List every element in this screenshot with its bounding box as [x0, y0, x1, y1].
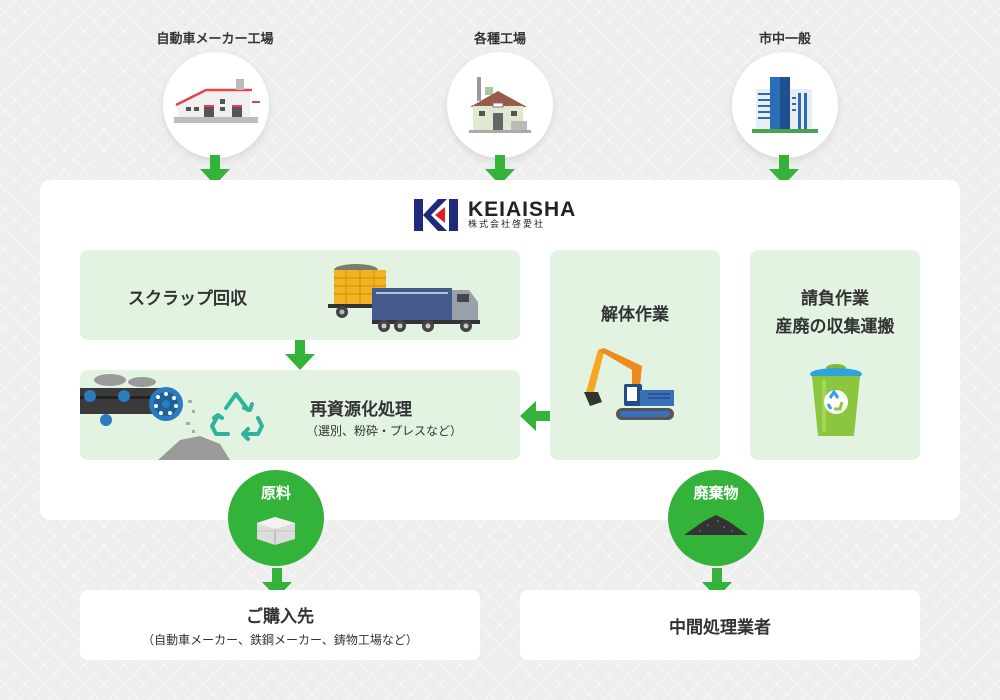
- compressed-bales-icon: [257, 517, 295, 545]
- company-name-japanese: 株式会社啓愛社: [468, 220, 546, 231]
- demolition-box: 解体作業: [550, 250, 720, 460]
- raw-material-badge: 原料: [228, 470, 324, 566]
- waste-badge: 廃棄物: [668, 470, 764, 566]
- contract-work-box: 請負作業 産廃の収集運搬: [750, 250, 920, 460]
- buyer-title: ご購入先: [246, 607, 314, 627]
- car-factory-node: [163, 52, 269, 158]
- buyer-subtitle: （自動車メーカー、鉄鋼メーカー、鋳物工場など）: [142, 633, 418, 647]
- arrow-down-icon: [702, 568, 732, 598]
- scrap-collection-box: スクラップ回収: [80, 250, 520, 340]
- source-label-factories: 各種工場: [473, 32, 526, 47]
- intermediate-processor-title: 中間処理業者: [669, 617, 771, 638]
- factory-icon: [469, 77, 531, 133]
- recycle-icon: [210, 392, 264, 441]
- arrow-down-icon: [262, 568, 292, 598]
- arrow-left-icon: [520, 401, 550, 431]
- recycling-process-subtitle: （選別、粉砕・プレスなど）: [306, 424, 463, 438]
- recycling-process-box: 再資源化処理 （選別、粉砕・プレスなど）: [80, 370, 520, 460]
- dump-truck-icon: [328, 264, 480, 332]
- office-building-node: [732, 52, 838, 158]
- recycling-bin-icon: [810, 364, 862, 436]
- contract-work-title-line1: 請負作業: [801, 289, 869, 309]
- keiaisha-logo-mark-icon: [414, 199, 458, 231]
- company-name: KEIAISHA: [468, 198, 577, 222]
- intermediate-processor-box: 中間処理業者: [520, 590, 920, 660]
- recycling-process-title: 再資源化処理: [310, 400, 412, 420]
- source-label-general: 市中一般: [758, 32, 811, 47]
- factory-node: [447, 52, 553, 158]
- arrow-down-icon: [200, 155, 230, 185]
- raw-material-label: 原料: [260, 484, 291, 502]
- arrow-down-icon: [485, 155, 515, 185]
- waste-label: 廃棄物: [693, 484, 739, 502]
- waste-pile-icon: [684, 515, 748, 535]
- contract-work-title-line2: 産廃の収集運搬: [775, 317, 895, 337]
- conveyor-crusher-icon: [80, 374, 230, 460]
- office-building-icon: [752, 77, 818, 133]
- arrow-down-icon: [769, 155, 799, 185]
- arrow-down-icon: [285, 340, 315, 370]
- excavator-icon: [584, 348, 674, 420]
- car-factory-icon: [174, 79, 260, 123]
- source-label-car-factory: 自動車メーカー工場: [156, 32, 274, 47]
- demolition-title: 解体作業: [601, 305, 669, 325]
- buyer-box: ご購入先 （自動車メーカー、鉄鋼メーカー、鋳物工場など）: [80, 590, 480, 660]
- scrap-collection-title: スクラップ回収: [128, 289, 247, 309]
- company-logo: KEIAISHA 株式会社啓愛社: [414, 199, 576, 231]
